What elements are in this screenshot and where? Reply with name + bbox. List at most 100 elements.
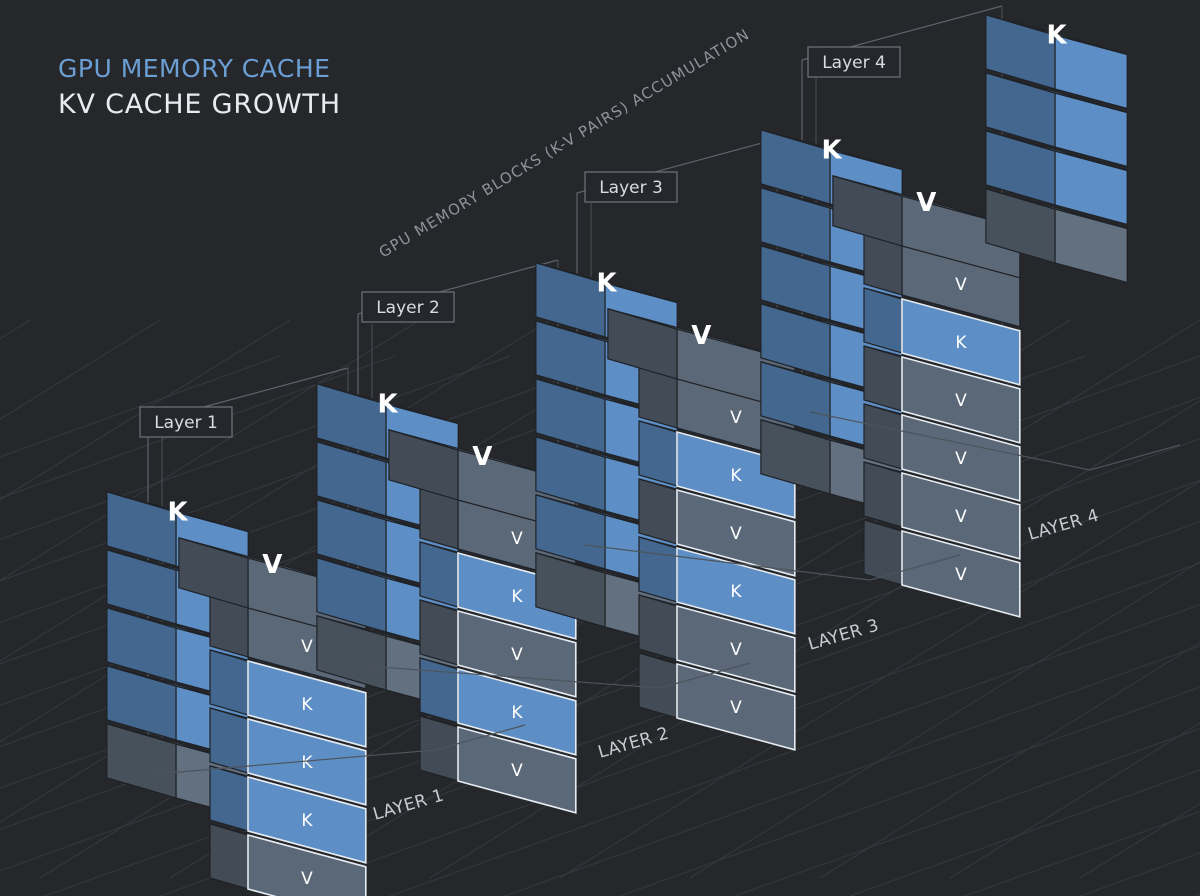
grid-line: [429, 399, 1200, 879]
value-slot-block: V: [419, 715, 577, 814]
slot-letter: V: [955, 565, 967, 585]
grid-line: [504, 645, 1200, 896]
slot-letter: K: [511, 703, 523, 723]
layer-tag-text: Layer 1: [154, 413, 218, 433]
slot-letter: K: [511, 587, 523, 607]
slot-highlight: [676, 488, 796, 577]
slot-highlight: [676, 546, 796, 635]
slot-letter: K: [730, 466, 742, 486]
slot-highlight: [901, 413, 1021, 502]
grid-line: [1194, 893, 1200, 896]
floor-outline: [365, 662, 751, 689]
value-slot-block: V: [419, 599, 577, 698]
top-value-letter: V: [916, 188, 936, 218]
slot-letter: K: [730, 582, 742, 602]
title-line-2: KV CACHE GROWTH: [58, 89, 341, 120]
slot-highlight: [457, 725, 577, 814]
grid-line: [689, 561, 1200, 879]
slot-letter: V: [730, 524, 742, 544]
value-slot-block: V: [638, 652, 796, 751]
layer-tag-text: Layer 2: [376, 298, 440, 318]
slot-letter: V: [955, 449, 967, 469]
value-slot-block: V: [863, 345, 1021, 444]
value-slot-block: V: [638, 594, 796, 693]
layer-tag-4: Layer 4: [807, 46, 901, 78]
top-key-letter: K: [596, 269, 617, 299]
key-slot-block: K: [863, 287, 1021, 386]
floor-outline: [155, 724, 526, 775]
top-key-block: K: [985, 13, 1128, 110]
slot-letter: V: [511, 761, 523, 781]
key-slot-block: K: [209, 765, 367, 864]
slot-highlight: [247, 775, 367, 864]
value-slot-block: V: [209, 823, 367, 896]
slot-highlight: [901, 355, 1021, 444]
slot-highlight: [247, 717, 367, 806]
top-value-letter: V: [691, 321, 711, 351]
key-slot-block: K: [638, 420, 796, 519]
slot-highlight: [676, 604, 796, 693]
floor-outline: [809, 411, 1181, 471]
floor-label-4: LAYER 4: [1026, 506, 1102, 545]
slot-letter: K: [301, 753, 313, 773]
key-slot-block: K: [419, 657, 577, 756]
top-value-block: V: [178, 536, 367, 641]
layer-tag-3: Layer 3: [584, 171, 678, 203]
layer-tag-text: Layer 4: [822, 53, 886, 73]
slot-letter: V: [730, 698, 742, 718]
slot-letter: V: [511, 529, 523, 549]
top-key-letter: K: [821, 136, 842, 166]
value-slot-block: V: [863, 403, 1021, 502]
key-slot-block: K: [209, 707, 367, 806]
grid-line: [0, 319, 421, 582]
top-value-letter: V: [262, 550, 282, 580]
slot-highlight: [901, 471, 1021, 560]
slot-highlight: [247, 659, 367, 748]
layer-tag-text: Layer 3: [599, 178, 663, 198]
slot-letter: K: [955, 333, 967, 353]
slot-highlight: [457, 609, 577, 698]
top-key-letter: K: [377, 390, 398, 420]
slot-letter: V: [955, 507, 967, 527]
grid-line: [949, 722, 1200, 879]
back-block: [985, 187, 1128, 284]
slot-letter: K: [301, 811, 313, 831]
layer-tags: Layer 1 Layer 2 Layer 3 Layer 4: [139, 46, 901, 438]
top-value-block: V: [832, 174, 1021, 279]
accumulation-annotation: GPU MEMORY BLOCKS (K-V PAIRS) ACCUMULATI…: [376, 25, 753, 261]
layer-tag-1: Layer 1: [139, 406, 233, 438]
slot-highlight: [901, 297, 1021, 386]
back-block: [985, 71, 1128, 168]
grid-line: [159, 521, 1200, 896]
slot-highlight: [247, 833, 367, 896]
slot-letter: V: [301, 869, 313, 889]
grid-line: [389, 603, 1200, 896]
layer-tag-2: Layer 2: [361, 291, 455, 323]
slot-highlight: [457, 667, 577, 756]
back-block: [985, 129, 1128, 226]
slot-highlight: [676, 662, 796, 751]
slot-highlight: [901, 529, 1021, 618]
top-value-letter: V: [472, 442, 492, 472]
slot-letter: V: [955, 391, 967, 411]
slot-letter: V: [730, 408, 742, 428]
floor-label-1: LAYER 1: [371, 786, 447, 825]
slot-letter: V: [301, 637, 313, 657]
value-slot-block: V: [863, 519, 1021, 618]
value-slot-block: V: [863, 461, 1021, 560]
grid-line: [274, 562, 1200, 896]
grid-line: [0, 355, 281, 458]
grid-line: [0, 355, 511, 541]
grid-line: [734, 728, 1200, 896]
slot-highlight: [676, 430, 796, 519]
key-slot-block: K: [209, 649, 367, 748]
slot-letter: K: [301, 695, 313, 715]
value-slot-block: V: [638, 478, 796, 577]
grid-line: [0, 355, 396, 499]
